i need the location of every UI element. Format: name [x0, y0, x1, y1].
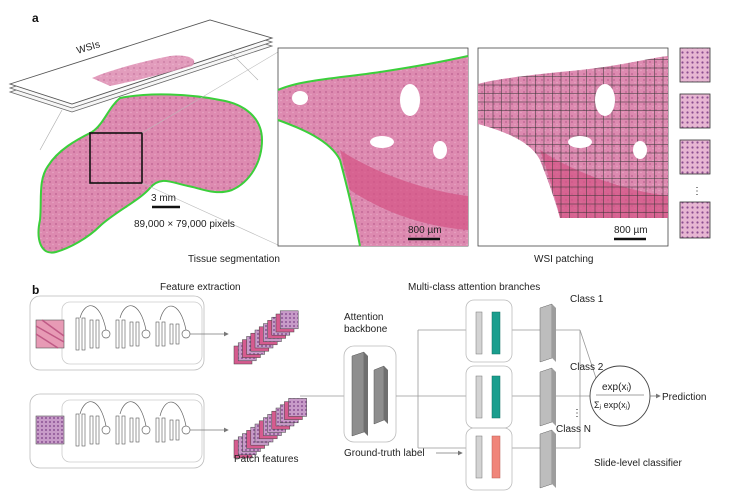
- patch-features-stack-2: [233, 398, 307, 459]
- class-1-label: Class 1: [570, 294, 604, 305]
- patch-features-stack-1: [233, 310, 299, 365]
- attention-branch-1: [465, 299, 513, 363]
- scale-800-left-label: 800 µm: [408, 225, 442, 236]
- thumbnails-ellipsis: ⋮: [692, 186, 702, 197]
- wsis-label: WSIs: [75, 39, 101, 57]
- class-classifier-1: [539, 303, 556, 363]
- patched-image: [477, 47, 669, 247]
- softmax-denominator: Σⱼ exp(xⱼ): [594, 400, 630, 410]
- projection-line: [229, 51, 259, 81]
- class-classifier-n: [539, 429, 556, 489]
- softmax-numerator: exp(xᵢ): [602, 382, 631, 393]
- wsi-stack: [8, 19, 274, 113]
- class-n-label: Class N: [556, 424, 591, 435]
- softmax-node: [589, 365, 651, 427]
- tissue-segmentation-label: Tissue segmentation: [188, 254, 280, 265]
- attention-branch-2: [465, 365, 513, 429]
- attention-backbone: [343, 345, 397, 443]
- feature-extractor-2: [29, 393, 229, 469]
- projection-line: [39, 109, 63, 151]
- zoom-line: [141, 182, 279, 246]
- feature-extraction-label: Feature extraction: [160, 282, 241, 293]
- attention-label-1: Attention: [344, 312, 383, 323]
- feature-extractor-1: [29, 295, 229, 371]
- class-2-label: Class 2: [570, 362, 604, 373]
- wsi-patching-label: WSI patching: [534, 254, 593, 265]
- panel-a-label: a: [32, 11, 39, 25]
- segmentation-zoom-image: [277, 47, 469, 247]
- attention-branch-n: [465, 427, 513, 491]
- pixels-label: 89,000 × 79,000 pixels: [134, 219, 235, 230]
- segmented-tissue: [37, 93, 264, 254]
- zoom-line: [141, 51, 279, 134]
- attention-label-2: backbone: [344, 324, 388, 335]
- panel-b-label: b: [32, 283, 39, 297]
- ground-truth-label: Ground-truth label: [344, 448, 425, 459]
- zoom-box: [89, 132, 143, 184]
- scale-3mm-label: 3 mm: [151, 193, 176, 204]
- multiclass-label: Multi-class attention branches: [408, 282, 540, 293]
- prediction-label: Prediction: [662, 392, 706, 403]
- slide-level-label: Slide-level classifier: [594, 458, 682, 469]
- patch-features-label: Patch features: [234, 454, 298, 465]
- patch-thumbnails: [679, 47, 711, 239]
- scale-800-right-label: 800 µm: [614, 225, 648, 236]
- class-vdots: ⋮: [572, 408, 582, 419]
- patch-feature-tile: [288, 398, 307, 417]
- class-classifier-2: [539, 367, 556, 427]
- patch-feature-tile: [279, 310, 299, 330]
